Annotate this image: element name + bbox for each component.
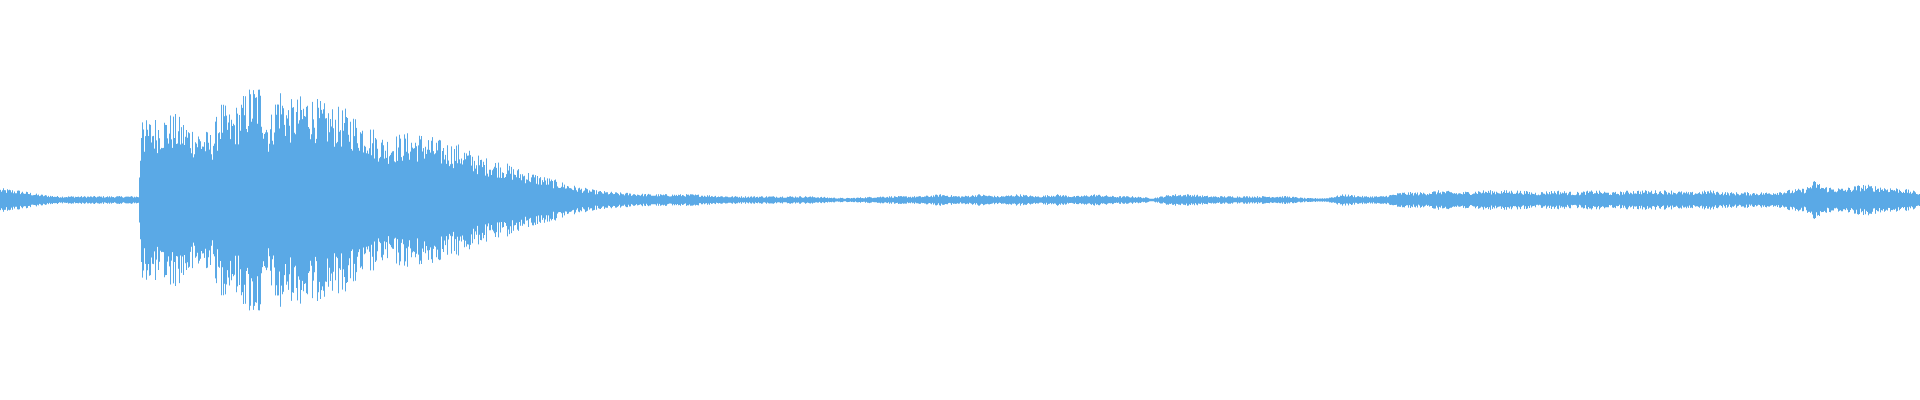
- waveform-bars: [0, 89, 1920, 311]
- waveform-path: [0, 89, 1920, 311]
